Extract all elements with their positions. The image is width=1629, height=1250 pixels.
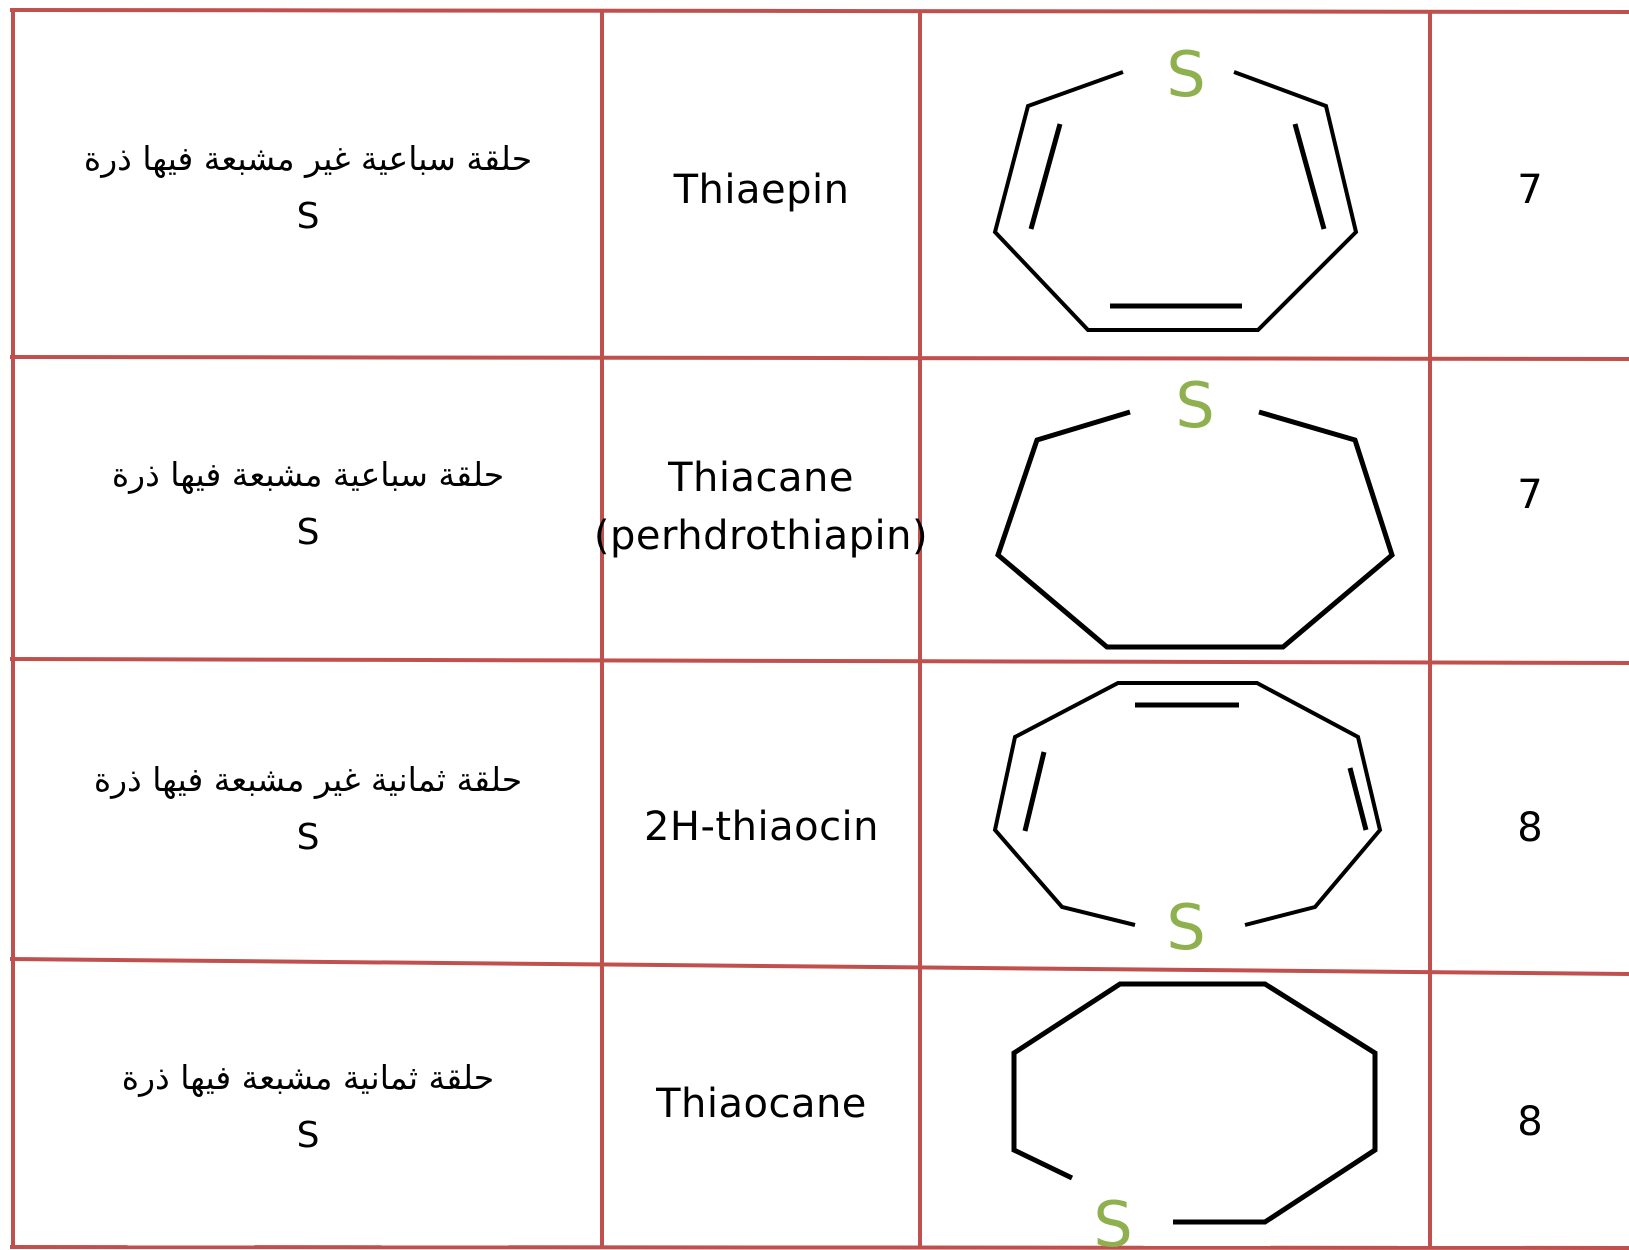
thiaepin-structure-icon: S [992,38,1359,332]
row1-description-atom: S [296,195,320,237]
row1-ring-size: 7 [1431,160,1629,220]
row1-description: حلقة سباعية غير مشبعة فيها ذرة S [14,100,602,275]
row4-description-atom: S [296,1115,320,1156]
row4-ring-size-value: 8 [1517,1099,1543,1145]
row3-name-line1: 2H-thiaocin [643,804,880,850]
grid-lines [9,8,1629,1250]
row3-atom-label: S [1166,891,1205,964]
2h-thiaocin-structure-icon: S [992,681,1383,964]
row2-ring-size-value: 7 [1517,472,1543,518]
row4-description-text: حلقة ثمانية مشبعة فيها ذرة [121,1058,495,1097]
row1-name-line1: Thiaepin [673,167,850,213]
row4-atom-label: S [1093,1188,1132,1250]
row2-ring-size: 7 [1431,465,1629,525]
row2-description-text: حلقة سباعية مشبعة فيها ذرة [111,455,505,494]
row4-name-line1: Thiaocane [656,1081,867,1127]
row2-name: Thiacane (perhdrothiapin) [593,447,929,567]
row3-ring-size: 8 [1431,798,1629,858]
row4-ring-size: 8 [1431,1092,1629,1152]
row3-ring-size-value: 8 [1517,805,1543,851]
row1-atom-label: S [1166,38,1205,111]
row1-description-text: حلقة سباعية غير مشبعة فيها ذرة [83,138,533,178]
row3-description: حلقة ثمانية غير مشبعة فيها ذرة S [14,724,602,894]
row3-description-atom: S [296,817,320,858]
row1-name: Thiaepin [603,160,920,220]
row4-name: Thiaocane [603,1074,920,1134]
row2-name-line2: (perhdrothiapin) [593,513,929,559]
row3-description-text: حلقة ثمانية غير مشبعة فيها ذرة [93,760,523,799]
row1-ring-size-value: 7 [1517,167,1543,213]
row2-atom-label: S [1175,369,1214,442]
row2-name-line1: Thiacane [668,455,854,501]
row4-description: حلقة ثمانية مشبعة فيها ذرة S [14,1027,602,1187]
row2-description-atom: S [296,512,320,553]
thiaocane-structure-icon: S [1011,981,1378,1250]
row2-description: حلقة سباعية مشبعة فيها ذرة S [14,424,602,584]
row3-name: 2H-thiaocin [603,797,920,857]
thiacane-structure-icon: S [995,369,1395,650]
